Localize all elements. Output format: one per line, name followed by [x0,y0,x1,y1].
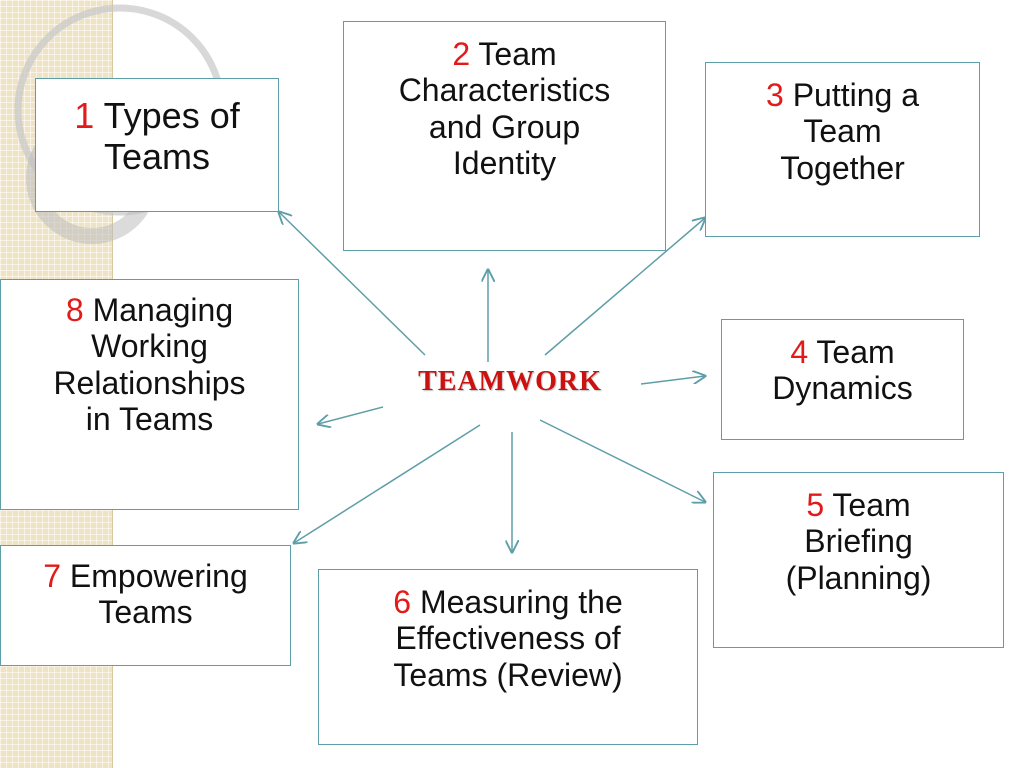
node-5-line-2: Briefing [804,523,913,560]
node-5-number: 5 [806,487,825,523]
node-6-line-2: Effectiveness of [395,620,621,657]
node-2-line-4: Identity [452,145,557,182]
center-label-teamwork: TEAMWORK [418,366,602,397]
node-7-number: 7 [43,558,62,594]
node-8-line-4: in Teams [85,401,214,438]
node-7-line-2: Teams [98,594,193,631]
arrow-to-node-4 [640,376,705,385]
node-2-number: 2 [452,36,471,72]
node-7-box: 7 Empowering Teams [0,545,291,666]
arrow-to-node-3 [544,218,705,356]
node-6-line-1: Measuring the [419,584,623,620]
node-4-box: 4 Team Dynamics [721,319,964,440]
node-3-line-1: Putting a [792,77,919,113]
node-4-line-2: Dynamics [772,370,913,407]
node-3-line-2: Team [803,113,882,150]
node-5-box: 5 Team Briefing (Planning) [713,472,1004,648]
node-3-box: 3 Putting a Team Together [705,62,980,237]
node-6-number: 6 [393,584,412,620]
node-5-line-1: Team [832,487,911,523]
node-8-box: 8 Managing Working Relationships in Team… [0,279,299,510]
node-2-box: 2 Team Characteristics and Group Identit… [343,21,666,251]
node-3-number: 3 [766,77,784,113]
arrow-to-node-7 [294,424,481,543]
arrow-to-node-8 [318,406,384,424]
node-8-line-3: Relationships [53,364,246,401]
node-1-box: 1 Types of Teams [35,78,279,212]
node-1-number: 1 [74,95,95,136]
node-6-box: 6 Measuring the Effectiveness of Teams (… [318,569,698,745]
node-8-line-2: Working [91,328,208,365]
node-7-line-1: Empowering [69,558,248,594]
node-8-line-1: Managing [92,292,234,328]
node-8-number: 8 [65,292,84,328]
node-4-number: 4 [790,334,809,370]
node-1-line-1: Types of [103,95,240,136]
arrow-to-node-1 [279,212,426,356]
node-2-line-3: and Group [428,108,581,145]
node-2-line-2: Characteristics [398,72,611,109]
arrow-to-node-5 [539,419,705,502]
node-2-line-1: Team [478,36,557,72]
node-5-line-3: (Planning) [785,559,932,596]
node-3-line-3: Together [780,149,905,186]
node-6-line-3: Teams (Review) [393,656,623,693]
node-4-line-1: Team [816,334,895,370]
node-1-line-2: Teams [103,136,211,178]
